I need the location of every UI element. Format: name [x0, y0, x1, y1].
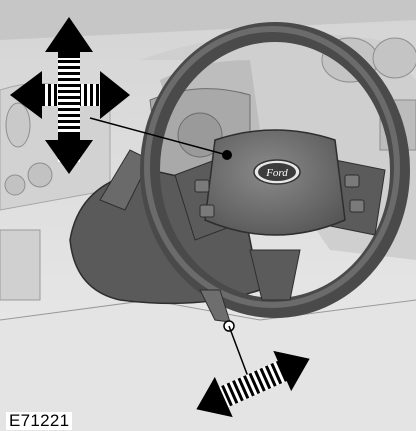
figure-code: E71221	[6, 412, 72, 430]
ford-badge: Ford	[254, 160, 300, 184]
leader-dot-airbag	[222, 150, 232, 160]
ford-badge-text: Ford	[265, 167, 288, 179]
